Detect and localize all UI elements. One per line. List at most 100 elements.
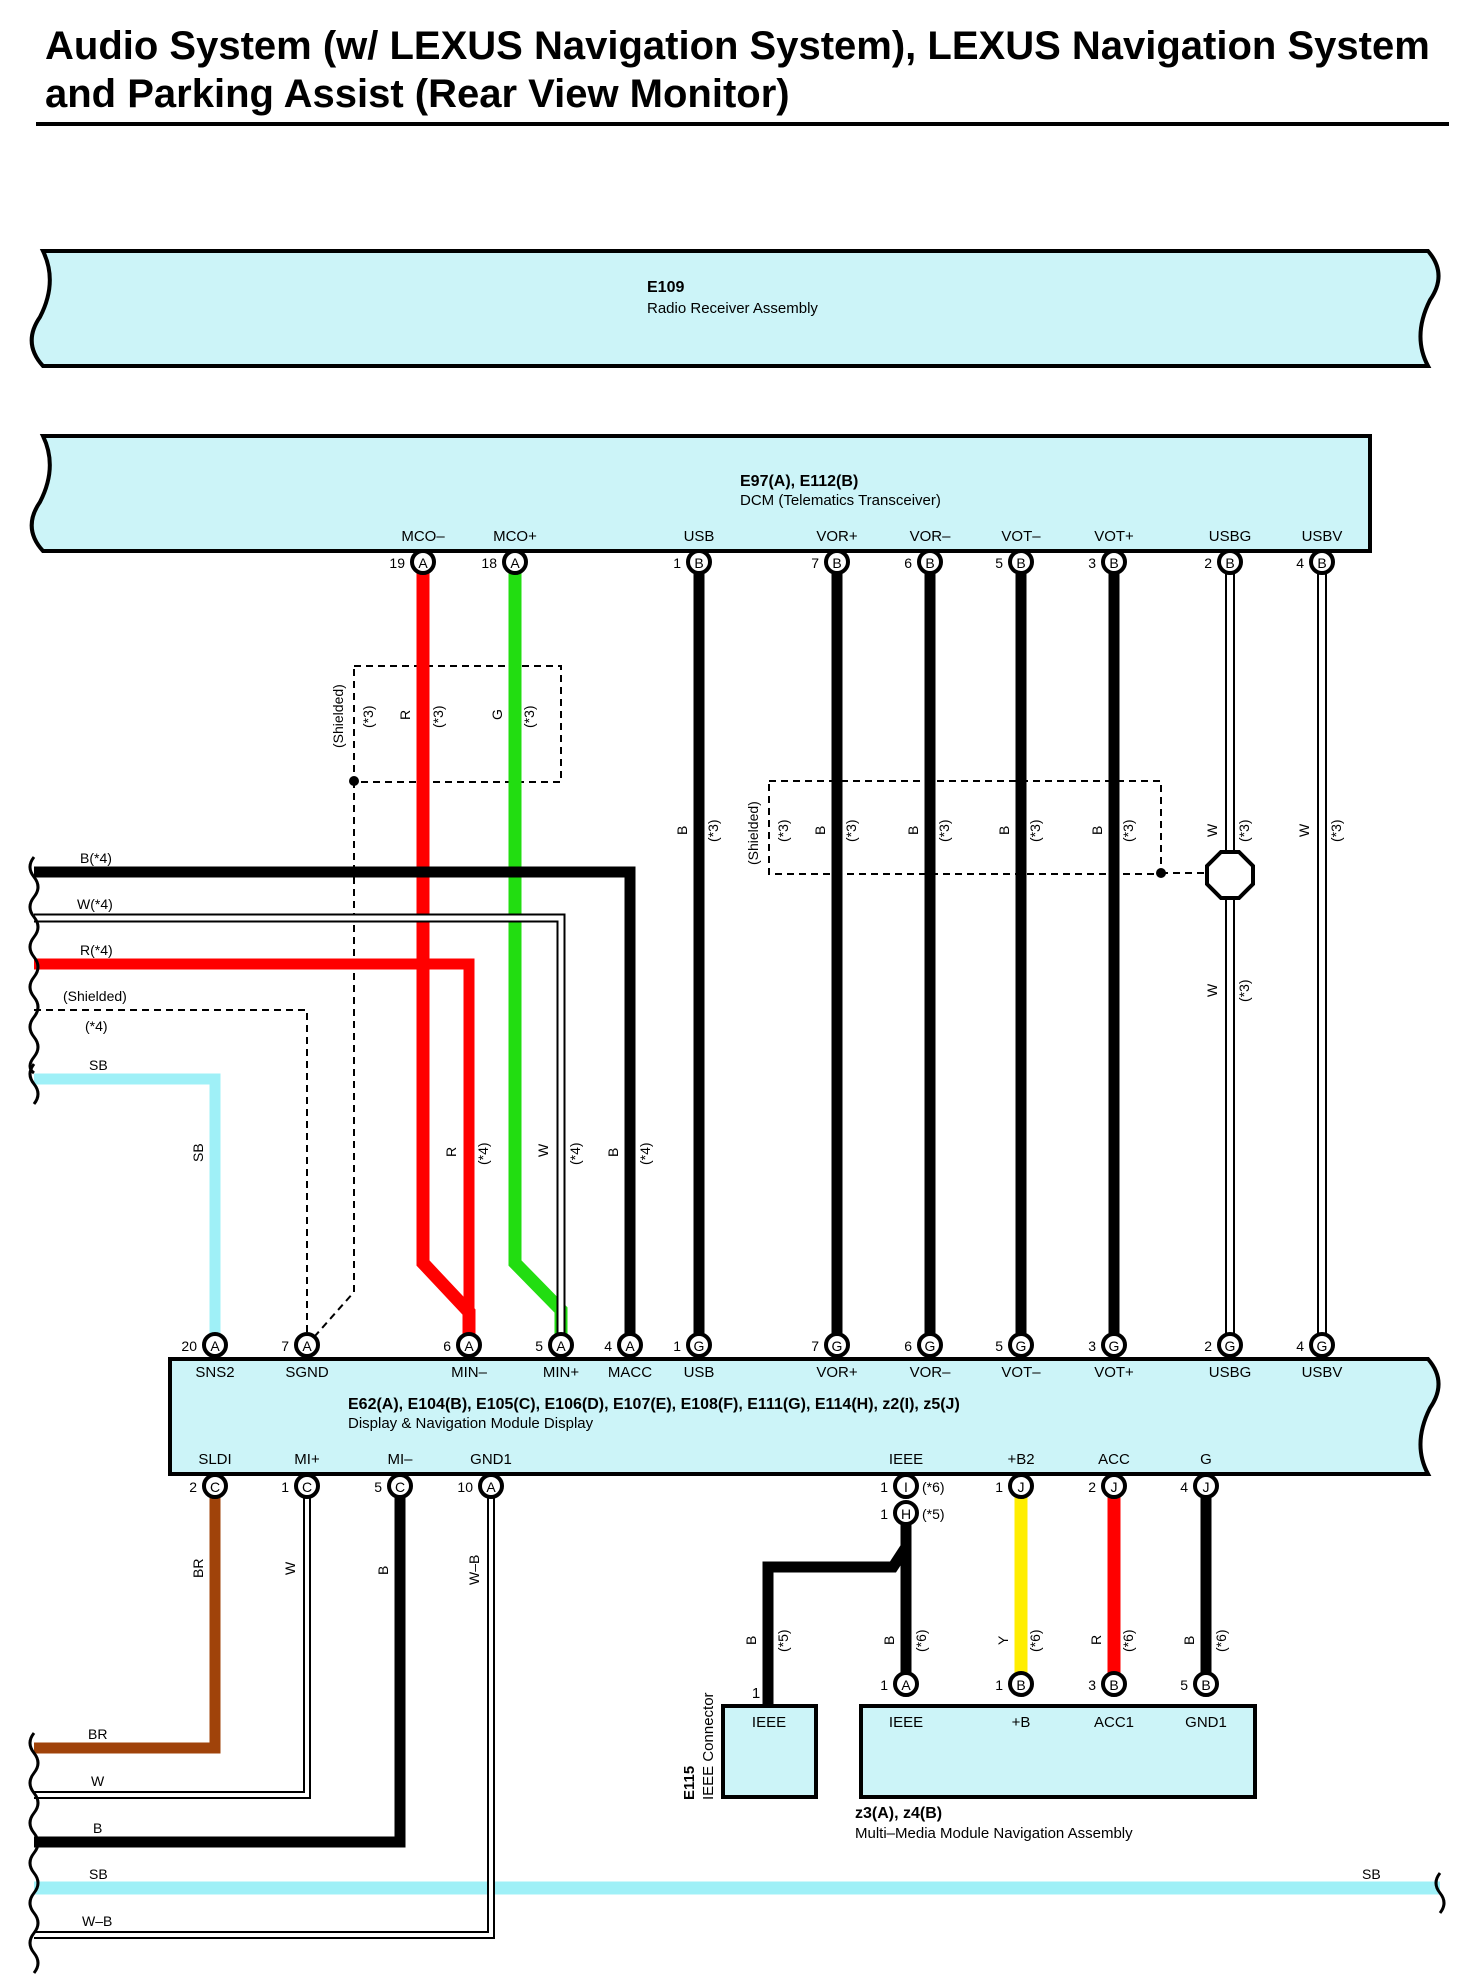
display-pin-vor-plus-num: 7 xyxy=(811,1338,819,1354)
radio-receiver-box xyxy=(29,249,1441,368)
display-pin-ieee-h-num: 1 xyxy=(880,1506,888,1522)
display-pin-macc: A 4 MACC xyxy=(604,1332,652,1381)
dcm-pin-vor-minus-num: 6 xyxy=(904,555,912,571)
display-pin-min-minus-name: MIN– xyxy=(451,1364,487,1381)
label-shielded-mco: (Shielded) xyxy=(330,684,346,748)
wire-left-w-outline xyxy=(34,913,566,1345)
display-pin-ieee-i-name: IEEE xyxy=(889,1451,923,1468)
shield-splice-video xyxy=(1156,868,1166,878)
dcm-pin-vot-plus-name: VOT+ xyxy=(1094,528,1134,545)
display-pin-min-minus: A 6 MIN– xyxy=(443,1332,488,1381)
display-pin-g-name: G xyxy=(1200,1451,1212,1468)
wire-left-b-macc xyxy=(34,866,636,1345)
dcm-pin-usbg-name: USBG xyxy=(1209,528,1252,545)
display-name: Display & Navigation Module Display xyxy=(348,1415,594,1432)
label-note3-vot-minus: (*3) xyxy=(1027,819,1043,842)
display-pin-vot-plus: G 3 VOT+ xyxy=(1088,1332,1134,1381)
display-pin-acc: J 2 ACC xyxy=(1088,1451,1130,1499)
display-pin-sns2: A 20 SNS2 xyxy=(181,1332,235,1381)
dcm-pin-mco-plus-conn: A xyxy=(510,555,520,571)
dcm-pin-vot-minus: B 5 VOT– xyxy=(995,528,1041,575)
shield-box-mco xyxy=(353,665,562,783)
radio-name: Radio Receiver Assembly xyxy=(647,300,818,317)
dcm-pin-vot-plus: B 3 VOT+ xyxy=(1088,528,1134,575)
dcm-pin-vor-plus: B 7 VOR+ xyxy=(811,528,858,575)
mmm-pin-ieee-conn: A xyxy=(901,1677,911,1693)
display-pin-mi-minus-name: MI– xyxy=(387,1451,413,1468)
dcm-pin-usb-name: USB xyxy=(684,528,715,545)
display-pin-min-plus: A 5 MIN+ xyxy=(535,1332,579,1381)
wire-ieee-to-connector xyxy=(762,1514,912,1704)
wire-w-mi-plus xyxy=(34,1486,309,1797)
mmm-pin-b-conn: B xyxy=(1016,1677,1025,1693)
label-note6-b2: (*6) xyxy=(1027,1629,1043,1652)
dcm-pin-usb: B 1 USB xyxy=(673,528,715,575)
label-b-vot-minus: B xyxy=(996,826,1012,835)
display-pin-sldi: C 2 SLDI xyxy=(189,1451,232,1499)
shield-drain-mco xyxy=(306,781,355,1346)
display-pin-min-plus-conn: A xyxy=(556,1338,566,1354)
display-pin-sgnd-name: SGND xyxy=(285,1364,329,1381)
dcm-pin-vot-minus-name: VOT– xyxy=(1001,528,1041,545)
mmm-pin-acc1: B 3 ACC1 xyxy=(1088,1671,1134,1731)
display-pin-usb-name: USB xyxy=(684,1364,715,1381)
display-pin-min-plus-name: MIN+ xyxy=(543,1364,579,1381)
harness-edge-left-sb xyxy=(28,1063,40,1105)
display-pin-usb-conn: G xyxy=(694,1338,705,1354)
display-pin-sgnd-num: 7 xyxy=(281,1338,289,1354)
display-pin-mi-plus-conn: C xyxy=(302,1479,312,1495)
display-module-box xyxy=(168,1357,1441,1476)
label-note3-usb: (*3) xyxy=(705,819,721,842)
dcm-pin-vor-minus-conn: B xyxy=(925,555,934,571)
display-pin-gnd1-conn: A xyxy=(486,1479,496,1495)
display-pin-min-plus-num: 5 xyxy=(535,1338,543,1354)
display-pin-sns2-name: SNS2 xyxy=(195,1364,234,1381)
display-pin-vor-minus-name: VOR– xyxy=(910,1364,952,1381)
display-pin-sldi-num: 2 xyxy=(189,1479,197,1495)
dcm-pin-mco-minus-num: 19 xyxy=(389,555,405,571)
label-w-usbv: W xyxy=(1296,823,1312,837)
wire-br-sldi xyxy=(34,1486,221,1754)
dcm-pin-vor-plus-name: VOR+ xyxy=(816,528,858,545)
ieee-conn-pin-label: IEEE xyxy=(752,1714,786,1731)
display-pin-g: J 4 G xyxy=(1180,1451,1219,1499)
display-pin-vot-minus-conn: G xyxy=(1016,1338,1027,1354)
label-b-usb: B xyxy=(674,826,690,835)
label-r-acc: R xyxy=(1088,1635,1104,1645)
display-pin-g-conn: J xyxy=(1203,1479,1210,1495)
dcm-pin-vot-minus-num: 5 xyxy=(995,555,1003,571)
display-pin-g-num: 4 xyxy=(1180,1479,1188,1495)
display-pin-min-minus-num: 6 xyxy=(443,1338,451,1354)
label-b-g: B xyxy=(1181,1636,1197,1645)
mmm-pin-b-num: 1 xyxy=(995,1677,1003,1693)
label-r-mco: R xyxy=(397,710,413,720)
harness-edge-left-top xyxy=(28,856,40,1075)
label-w-min-plus: W xyxy=(535,1143,551,1157)
label-note5-ieee-conn: (*5) xyxy=(775,1629,791,1652)
label-sb-sns2: SB xyxy=(190,1143,206,1162)
mmm-pin-gnd1-name: GND1 xyxy=(1185,1714,1227,1731)
display-pin-mi-plus-num: 1 xyxy=(281,1479,289,1495)
display-pin-sns2-num: 20 xyxy=(181,1338,197,1354)
dcm-pin-mco-minus-name: MCO– xyxy=(401,528,445,545)
page-title: Audio System (w/ LEXUS Navigation System… xyxy=(45,22,1430,118)
label-left-note4: (*4) xyxy=(85,1018,108,1034)
label-b-ieee-mmm: B xyxy=(881,1636,897,1645)
display-pin-macc-name: MACC xyxy=(608,1364,652,1381)
ieee-conn-pin-num: 1 xyxy=(752,1685,760,1702)
display-pin-usbv-name: USBV xyxy=(1302,1364,1343,1381)
label-b-vot-plus: B xyxy=(1089,826,1105,835)
label-note6-g: (*6) xyxy=(1213,1629,1229,1652)
display-pin-vot-minus-num: 5 xyxy=(995,1338,1003,1354)
display-pin-usb: G 1 USB xyxy=(673,1332,715,1381)
label-note3-mco-shield: (*3) xyxy=(360,705,376,728)
label-note3-usbg-upper: (*3) xyxy=(1236,819,1252,842)
dcm-pin-usbv-num: 4 xyxy=(1296,555,1304,571)
display-pin-ieee-i: I 1 IEEE (*6) xyxy=(880,1451,945,1499)
display-pin-min-minus-conn: A xyxy=(464,1338,474,1354)
display-pin-b2-conn: J xyxy=(1018,1479,1025,1495)
dcm-pin-mco-plus-name: MCO+ xyxy=(493,528,537,545)
display-pin-mi-plus-name: MI+ xyxy=(294,1451,320,1468)
display-pin-usbv-conn: G xyxy=(1317,1338,1328,1354)
